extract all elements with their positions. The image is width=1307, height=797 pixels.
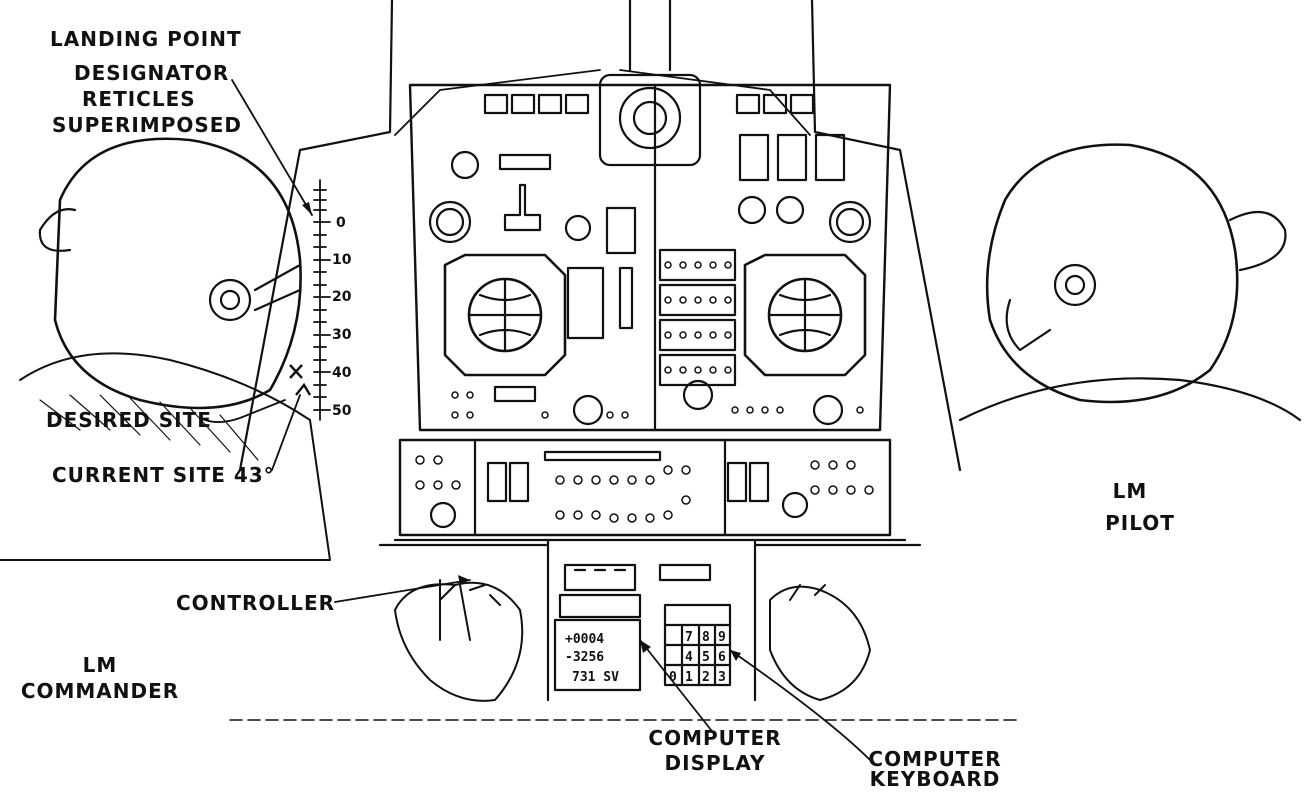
computer-display-label-line1: COMPUTER [648, 726, 782, 750]
dsky-key: 5 [702, 650, 710, 665]
cabin-frame [238, 0, 962, 472]
designator-label: DESIGNATOR [74, 61, 230, 85]
dsky-key: 2 [702, 670, 710, 685]
dsky-key: 0 [669, 670, 677, 685]
leader-arrowheads [302, 202, 741, 661]
reticle-tick-20: 20 [332, 289, 352, 305]
current-site-label: CURRENT SITE 43° [52, 463, 275, 487]
lm-pilot-label-line1: LM [1112, 479, 1148, 503]
dsky-key: 4 [685, 650, 693, 665]
computer-keyboard-label-line1: COMPUTER [868, 747, 1002, 771]
pilot-hand-controller [769, 584, 871, 701]
dsky-key: 8 [702, 630, 710, 645]
computer-keyboard-label-line2: KEYBOARD [869, 767, 1001, 791]
dsky-display-readout: +0004 -3256 731 SV [565, 632, 619, 685]
reticle-tick-10: 10 [332, 252, 352, 268]
computer-display-label-line2: DISPLAY [664, 751, 766, 775]
controller-label: CONTROLLER [176, 591, 336, 615]
dsky-register-2: -3256 [565, 650, 604, 665]
dsky-key: 7 [685, 630, 693, 645]
lm-commander-label-line1: LM [82, 653, 118, 677]
current-site-leader [271, 394, 301, 471]
leader-lines [204, 79, 871, 761]
reticle-tick-30: 30 [332, 327, 352, 343]
lm-pilot-label-line2: PILOT [1105, 511, 1175, 535]
panel-indicator-dots [451, 261, 864, 419]
display-leader [639, 639, 716, 736]
commander-suit-hatching [39, 394, 259, 461]
reticle-tick-50: 50 [332, 403, 352, 419]
dsky-key: 1 [685, 670, 693, 685]
lower-console [393, 438, 907, 542]
dsky-register-3: 731 SV [572, 670, 619, 685]
designator-leader [231, 79, 313, 216]
superimposed-label: SUPERIMPOSED [52, 113, 243, 137]
pilot-helmet [958, 143, 1302, 422]
dsky-key: 9 [718, 630, 726, 645]
site-markers [289, 364, 312, 396]
reticles-label: RETICLES [82, 87, 196, 111]
reticle-tick-0: 0 [336, 215, 346, 231]
dsky-key: 6 [718, 650, 726, 665]
reticle-scale-labels: 0 10 20 30 40 50 [332, 215, 352, 419]
lm-commander-label-line2: COMMANDER [20, 679, 180, 703]
reticle-scale [313, 179, 331, 421]
landing-point-label: LANDING POINT [50, 27, 242, 51]
commander-helmet [0, 137, 331, 561]
desired-site-marker [289, 364, 303, 379]
current-site-marker [295, 382, 312, 396]
dsky-key: 3 [718, 670, 726, 685]
controller-leader [334, 579, 471, 603]
main-instrument-panel [408, 0, 892, 432]
desired-site-label: DESIRED SITE [46, 408, 212, 432]
dsky-pedestal [378, 538, 922, 702]
console-dots [415, 455, 874, 523]
dsky-keys: 7 8 9 4 5 6 0 1 2 3 [669, 630, 726, 685]
commander-hand-controller [394, 579, 524, 702]
reticle-tick-40: 40 [332, 365, 352, 381]
dsky-register-1: +0004 [565, 632, 604, 647]
desired-site-leader [204, 399, 286, 423]
keyboard-leader [729, 649, 871, 761]
